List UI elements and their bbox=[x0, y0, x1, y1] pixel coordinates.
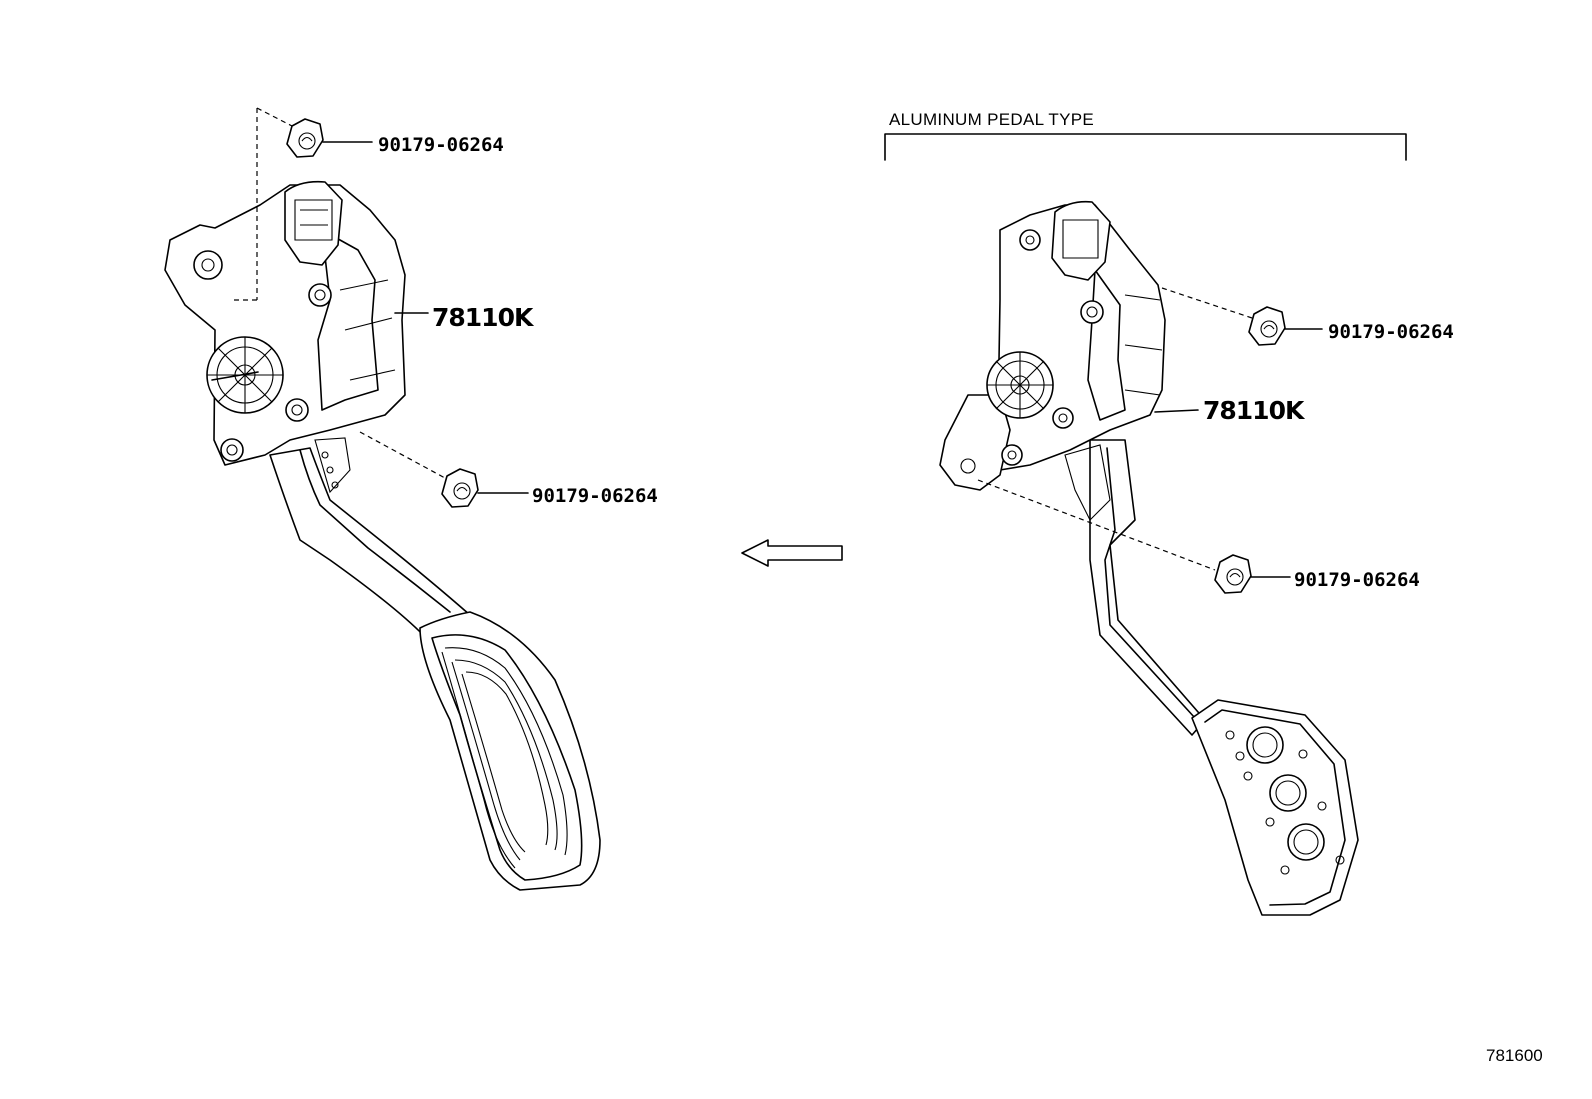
left-nut-bottom[interactable] bbox=[441, 468, 479, 508]
right-nut-bottom[interactable] bbox=[1214, 554, 1252, 594]
right-pedal-callout-line bbox=[1154, 409, 1199, 413]
section-bracket bbox=[884, 133, 1407, 161]
section-label-aluminum: ALUMINUM PEDAL TYPE bbox=[889, 110, 1094, 129]
left-nut-bottom-label: 90179-06264 bbox=[532, 485, 658, 507]
left-nut-top-label: 90179-06264 bbox=[378, 134, 504, 156]
left-bottom-leader-dash bbox=[359, 431, 446, 479]
left-pedal-assy-label: 78110K bbox=[432, 303, 535, 332]
right-nut-top-label: 90179-06264 bbox=[1328, 321, 1454, 343]
right-nut-bottom-label: 90179-06264 bbox=[1294, 569, 1420, 591]
illustration-number: 781600 bbox=[1486, 1046, 1543, 1065]
right-nut-top[interactable] bbox=[1248, 306, 1286, 346]
right-top-leader-dash bbox=[1161, 287, 1253, 319]
right-pedal-assy-label: 78110K bbox=[1203, 396, 1306, 425]
left-pedal-assembly[interactable] bbox=[164, 180, 601, 891]
left-nut-top[interactable] bbox=[286, 118, 324, 158]
direction-arrow-icon bbox=[741, 539, 843, 567]
left-top-leader-dash bbox=[230, 107, 293, 301]
right-pedal-assembly[interactable] bbox=[939, 200, 1359, 916]
right-bottom-leader-dash bbox=[977, 479, 1216, 571]
